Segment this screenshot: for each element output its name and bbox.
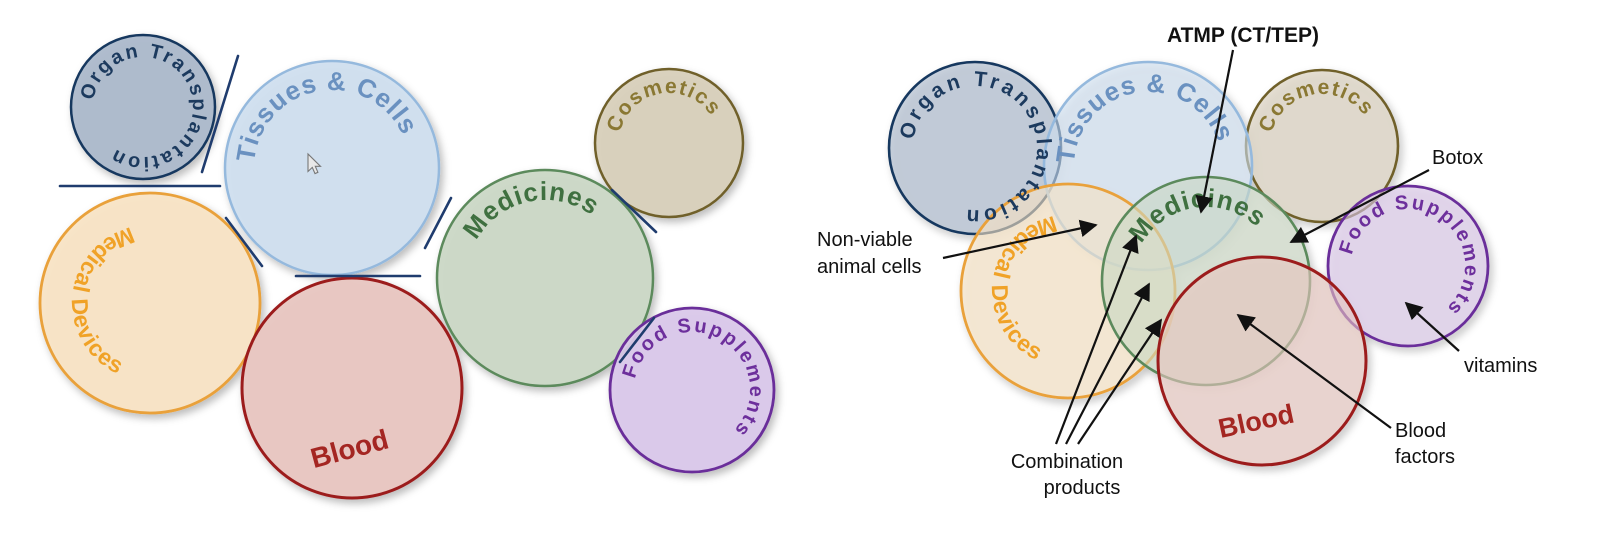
right-circles-group: [887, 60, 1490, 467]
circle-organ-transplantation-left: [69, 33, 217, 181]
arrow-combination-1: [1054, 234, 1139, 445]
left-panel-separated-diagram: Organ Transplantation Tissues & Cells Co…: [38, 33, 776, 500]
circle-blood-right: [1156, 255, 1368, 467]
right-panel-overlap-diagram: Organ Transplantation Tissues & Cells Co…: [817, 24, 1537, 499]
left-circles-group: [38, 33, 776, 500]
circle-medicines-left: [435, 168, 655, 388]
circle-medical-devices-left: [38, 191, 262, 415]
arrow-blood-factors: [1236, 313, 1392, 429]
annotation-labels: ATMP (CT/TEP) Botox Non-viable animal ce…: [817, 24, 1537, 499]
mouse-cursor-shape: [307, 152, 322, 175]
divider-medicines-food: [618, 316, 656, 364]
arrow-vitamins: [1404, 301, 1460, 352]
arrow-combination-2: [1065, 282, 1150, 445]
circle-food-supplements-right: [1326, 184, 1490, 348]
circle-blood-left: [240, 276, 464, 500]
annotation-arrows: [942, 49, 1460, 445]
annotation-atmp: ATMP (CT/TEP): [1167, 24, 1319, 47]
annotation-non-viable-line1: Non-viable: [817, 229, 913, 251]
divider-tissues-medicines: [423, 196, 453, 250]
annotation-vitamins: vitamins: [1464, 355, 1537, 377]
divider-cosmetics-medicines: [610, 188, 658, 234]
arrow-atmp: [1195, 49, 1235, 214]
annotation-non-viable-line2: animal cells: [817, 256, 921, 278]
circle-food-supplements-left: [608, 306, 776, 474]
divider-organ-tissues: [200, 54, 240, 174]
mouse-cursor-icon: [307, 152, 322, 175]
arrow-combination-3: [1077, 318, 1162, 445]
sector-divider-lines: [58, 54, 658, 364]
annotation-blood-factors-line1: Blood: [1395, 420, 1446, 442]
annotation-combination-line1: Combination: [1011, 451, 1123, 473]
divider-devices-tissues: [224, 216, 264, 268]
annotation-blood-factors-line2: factors: [1395, 446, 1455, 468]
annotation-combination-line2: products: [1044, 477, 1121, 499]
arrow-non-viable-animal-cells: [942, 219, 1098, 260]
arrow-botox: [1289, 169, 1430, 243]
circle-cosmetics-left: [593, 67, 745, 219]
annotation-botox: Botox: [1432, 147, 1483, 169]
